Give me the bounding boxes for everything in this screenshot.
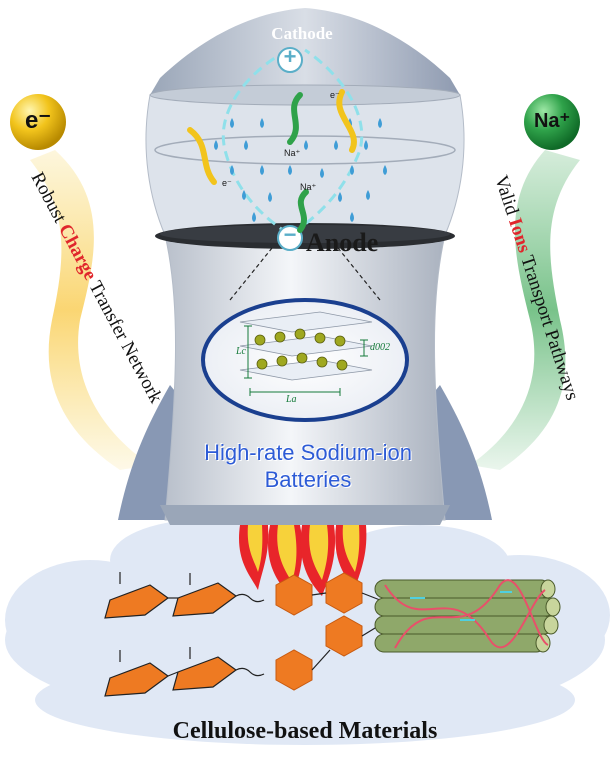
rocket-nozzle xyxy=(160,505,450,525)
ion-e-label-1: e⁻ xyxy=(330,90,340,100)
title-line-2: Batteries xyxy=(264,467,352,492)
cathode-label: Cathode xyxy=(271,24,333,43)
graphene-layers xyxy=(239,311,373,381)
electron-ball-label: e⁻ xyxy=(24,107,51,134)
electron-ball xyxy=(10,94,66,150)
ion-e-label-2: e⁻ xyxy=(222,178,232,188)
electron-tail xyxy=(30,150,150,470)
fiber-bundle xyxy=(374,579,561,653)
plus-sign: + xyxy=(283,44,297,69)
glucose-bonds xyxy=(119,572,265,677)
anode-label: Anode xyxy=(306,228,379,257)
cathode-terminal xyxy=(277,47,303,73)
sodium-spheres xyxy=(254,328,348,371)
anode-terminal xyxy=(277,225,303,251)
minus-sign: − xyxy=(283,222,297,247)
la-label: La xyxy=(286,394,297,405)
electrolyte-drops xyxy=(214,118,387,222)
glucose-units xyxy=(104,582,238,697)
ion-circuit xyxy=(221,48,364,237)
dimension-lines xyxy=(244,325,368,396)
sodium-tail xyxy=(470,150,580,470)
sodium-ball-label: Na⁺ xyxy=(533,110,571,132)
lc-label: Lc xyxy=(236,346,246,357)
ion-na-label-1: Na⁺ xyxy=(284,148,301,158)
d002-label: d002 xyxy=(370,342,390,353)
sodium-ball xyxy=(524,94,580,150)
bottom-caption: Cellulose-based Materials xyxy=(172,718,438,744)
carrier-worms xyxy=(187,89,357,233)
hexagon-chain xyxy=(275,572,363,691)
title-line-1: High-rate Sodium-ion xyxy=(204,440,412,465)
ion-na-label-2: Na⁺ xyxy=(300,182,317,192)
